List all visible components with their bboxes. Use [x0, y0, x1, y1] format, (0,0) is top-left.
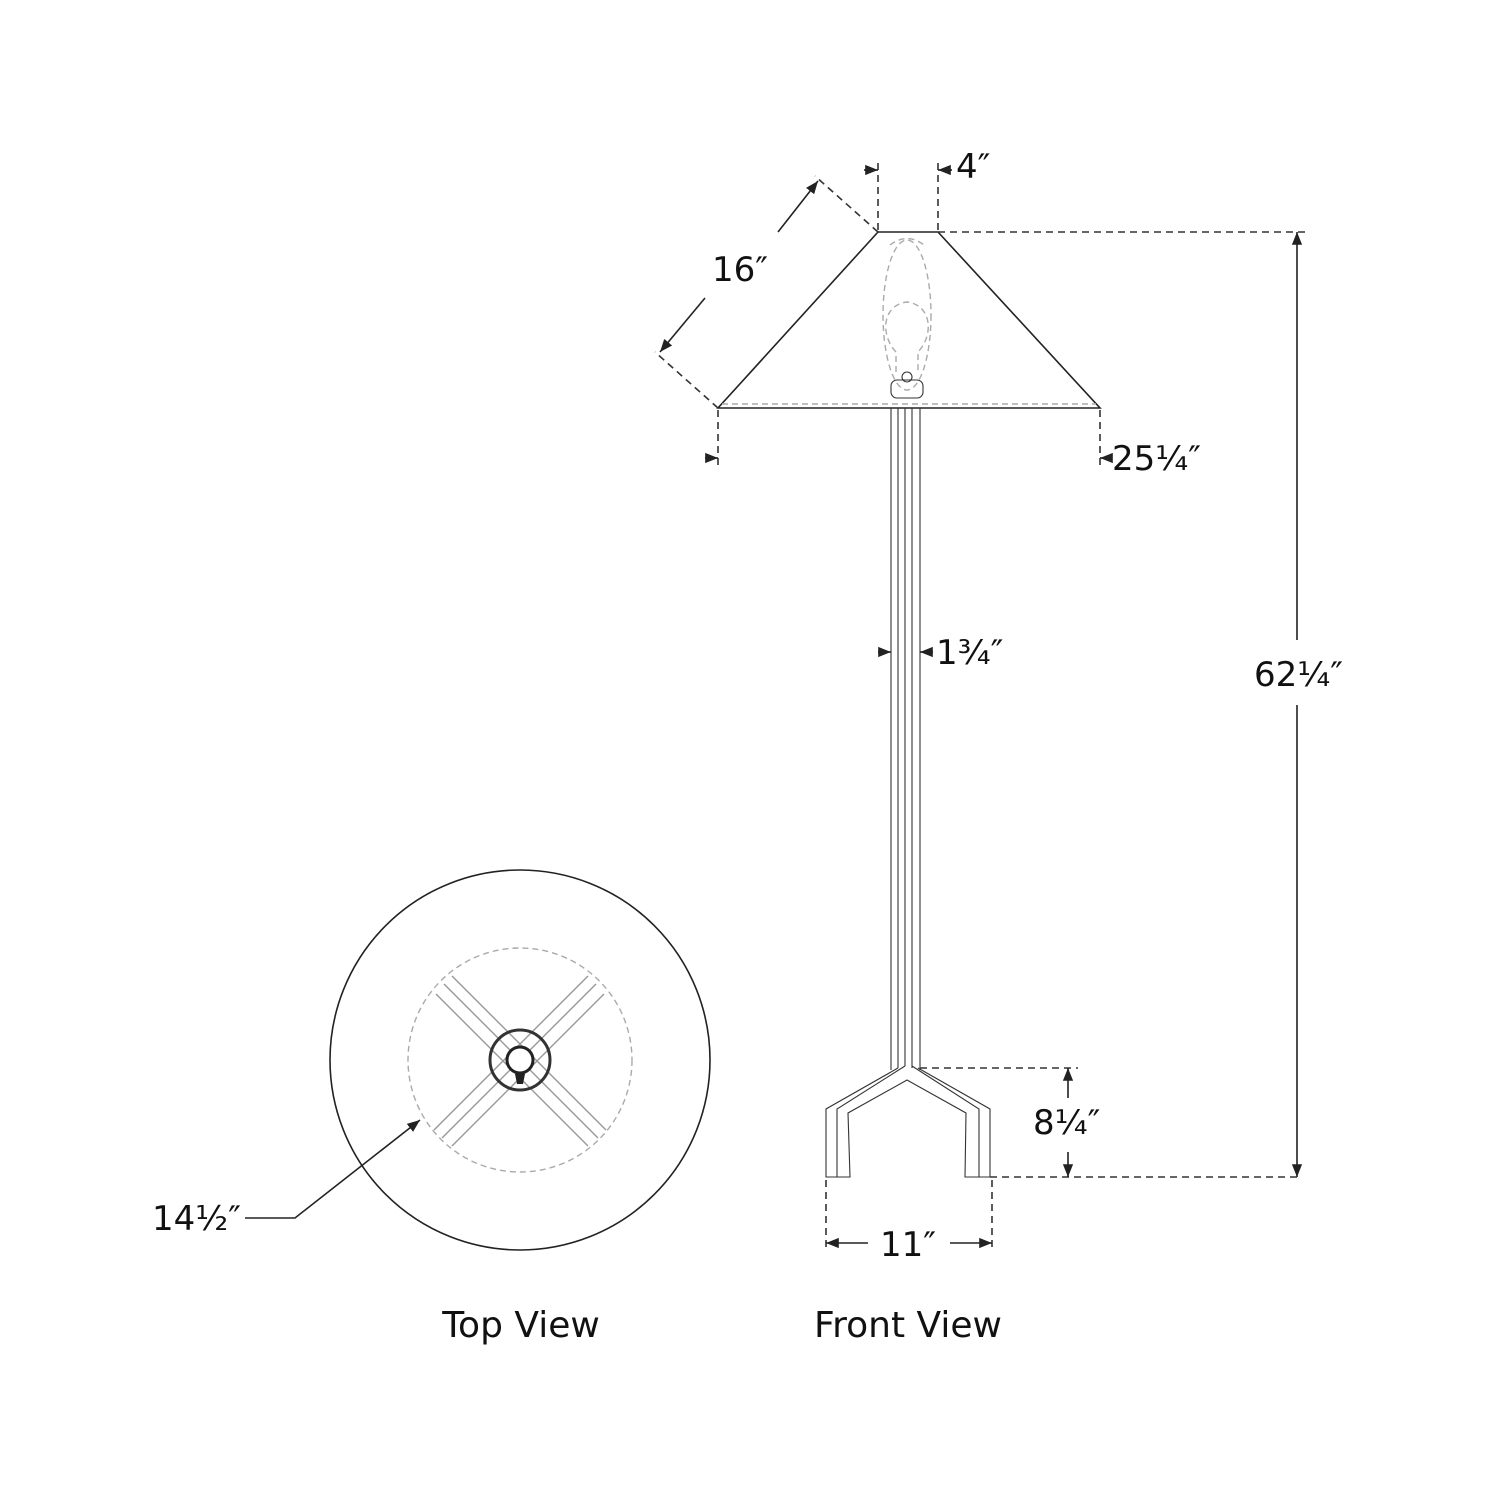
caption-front-view: Front View — [814, 1305, 1002, 1346]
lamp-stem — [890, 408, 921, 1070]
top-view — [245, 869, 711, 1251]
label-stem-width: 1¾″ — [936, 633, 1004, 673]
dim-base-width — [825, 1180, 993, 1250]
dim-shade-bottom — [705, 410, 1113, 465]
dim-shade-top — [864, 163, 952, 232]
label-shade-bottom: 25¼″ — [1112, 439, 1201, 479]
label-base-width: 11″ — [880, 1225, 936, 1265]
label-top-view-diameter: 14½″ — [152, 1199, 241, 1239]
dim-overall-height — [938, 231, 1305, 1177]
dim-base-height — [920, 1067, 1300, 1178]
dim-shade-slant — [654, 175, 879, 409]
lamp-base — [825, 1065, 991, 1178]
caption-top-view: Top View — [442, 1305, 600, 1346]
lamp-shade — [716, 231, 1102, 409]
label-overall-height: 62¼″ — [1254, 655, 1343, 695]
label-shade-top: 4″ — [956, 147, 991, 187]
bulb-and-harp — [882, 237, 932, 399]
label-base-height: 8¼″ — [1033, 1103, 1101, 1143]
label-shade-slant: 16″ — [712, 250, 768, 290]
